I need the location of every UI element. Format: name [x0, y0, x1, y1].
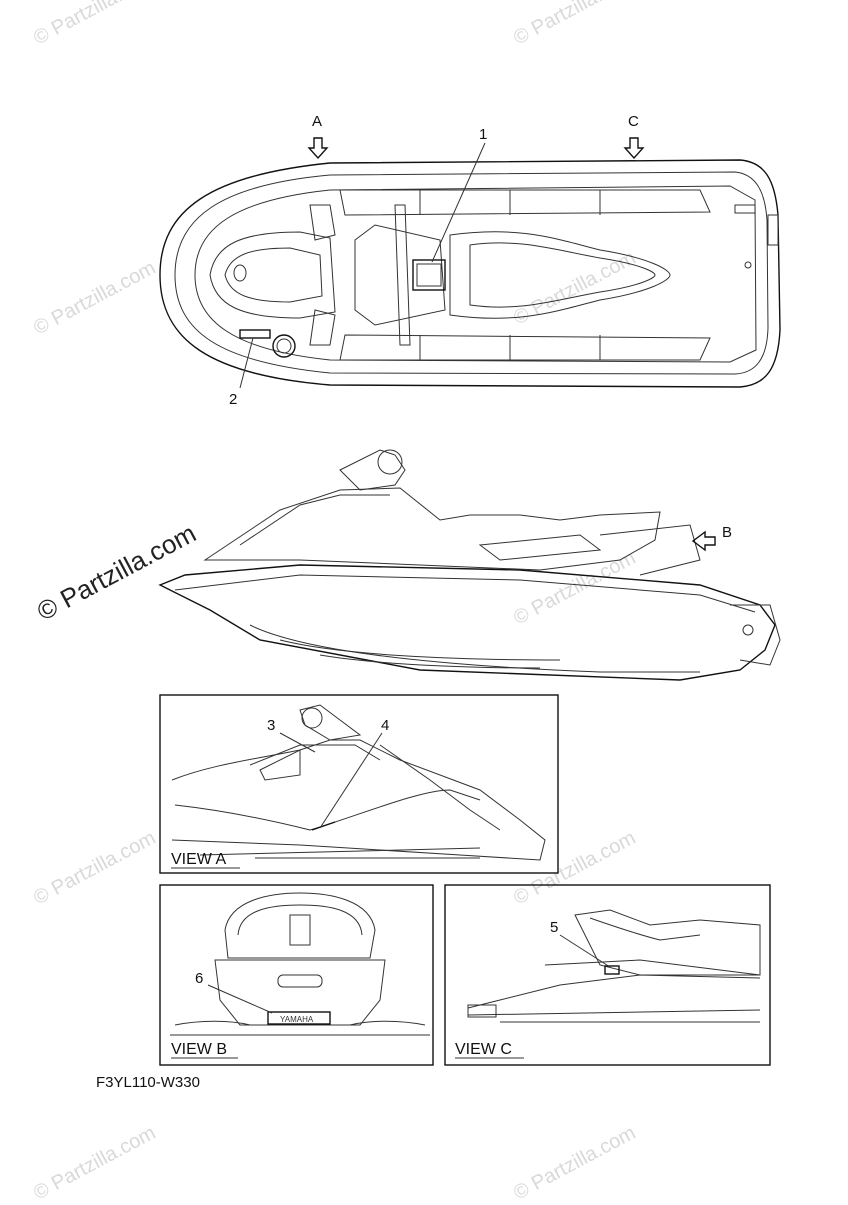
callout-2: 2 — [229, 391, 237, 408]
svg-text:YAMAHA: YAMAHA — [280, 1015, 314, 1024]
view-c-panel — [444, 884, 771, 1066]
callout-4: 4 — [381, 717, 389, 734]
side-view — [158, 449, 781, 681]
view-b-label: VIEW B — [171, 1041, 227, 1058]
callout-3: 3 — [267, 717, 275, 734]
diagram-code: F3YL110-W330 — [96, 1074, 200, 1091]
arrow-b-label: B — [722, 524, 732, 541]
view-a-label: VIEW A — [171, 851, 226, 868]
view-b-drawing: YAMAHA — [170, 892, 430, 1036]
callout-1: 1 — [479, 126, 487, 143]
view-c-label: VIEW C — [455, 1041, 512, 1058]
view-a-panel — [159, 694, 559, 874]
view-b-panel — [159, 884, 434, 1066]
view-a-drawing — [171, 704, 546, 861]
view-c-drawing — [467, 909, 761, 1023]
arrow-c-label: C — [628, 113, 639, 130]
callout-6: 6 — [195, 970, 203, 987]
arrow-a-label: A — [312, 113, 322, 130]
callout-5: 5 — [550, 919, 558, 936]
top-view — [159, 137, 781, 388]
